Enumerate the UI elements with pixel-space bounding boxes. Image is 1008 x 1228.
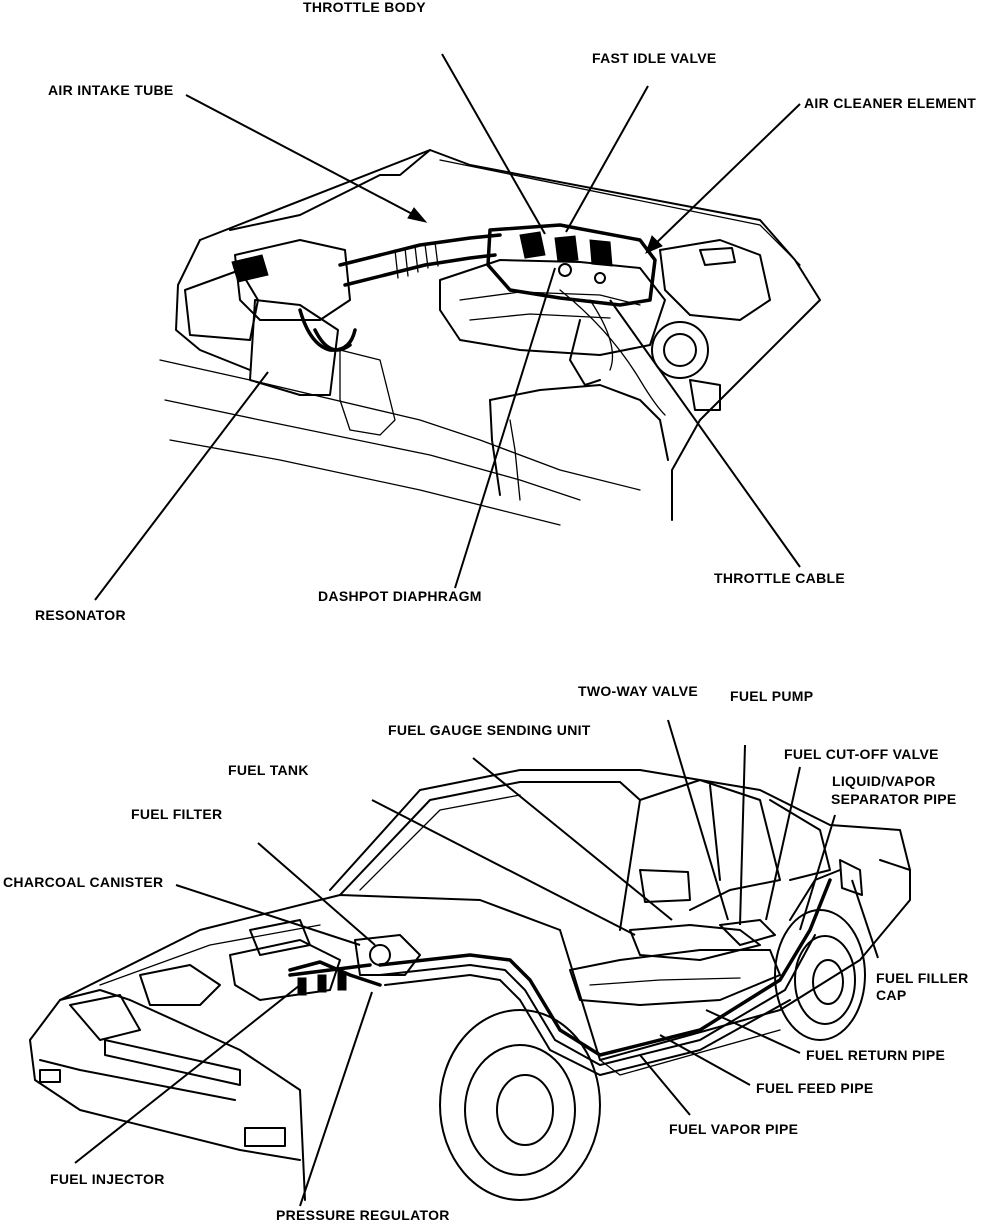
label-dashpot-diaphragm: DASHPOT DIAPHRAGM [318, 588, 482, 604]
leader-charcoal-canister [175, 884, 361, 946]
leader-fuel-gauge-sending-unit [472, 757, 673, 921]
leader-air-cleaner-element [651, 103, 801, 248]
arrow-air-cleaner-element [645, 235, 663, 254]
label-liquid-vapor-line1: LIQUID/VAPOR [832, 773, 936, 789]
engine-compartment-illustration [159, 149, 821, 526]
label-air-cleaner-element: AIR CLEANER ELEMENT [804, 95, 976, 111]
fuel-system-labels: TWO-WAY VALVE FUEL PUMP FUEL GAUGE SENDI… [3, 683, 968, 1223]
engine-labels: THROTTLE BODY FAST IDLE VALVE AIR INTAKE… [35, 0, 976, 623]
label-resonator: RESONATOR [35, 607, 126, 623]
leader-throttle-body [441, 53, 546, 235]
leader-dashpot-diaphragm [454, 267, 556, 589]
label-throttle-body: THROTTLE BODY [303, 0, 426, 15]
leader-fuel-injector [74, 984, 301, 1164]
leader-fuel-filler-cap [851, 879, 879, 959]
leader-fuel-tank [371, 799, 636, 936]
leader-resonator [94, 371, 269, 601]
label-fuel-return-pipe: FUEL RETURN PIPE [806, 1047, 945, 1063]
leader-fast-idle-valve [565, 85, 649, 233]
engine-leader-lines [94, 53, 801, 601]
label-air-intake-tube: AIR INTAKE TUBE [48, 82, 174, 98]
leader-liquid-vapor-separator-pipe [799, 814, 836, 931]
car-fuel-system-illustration [29, 769, 911, 1201]
leader-fuel-feed-pipe [659, 1034, 751, 1086]
label-fuel-tank: FUEL TANK [228, 762, 309, 778]
label-two-way-valve: TWO-WAY VALVE [578, 683, 698, 699]
leader-fuel-cut-off-valve [765, 766, 801, 921]
label-throttle-cable: THROTTLE CABLE [714, 570, 845, 586]
label-fast-idle-valve: FAST IDLE VALVE [592, 50, 717, 66]
label-fuel-filler-cap-line2: CAP [876, 987, 906, 1003]
label-fuel-vapor-pipe: FUEL VAPOR PIPE [669, 1121, 798, 1137]
label-fuel-filler-cap-line1: FUEL FILLER [876, 970, 968, 986]
fuel-system-leader-lines [74, 719, 879, 1207]
label-pressure-regulator: PRESSURE REGULATOR [276, 1207, 450, 1223]
leader-throttle-cable [609, 299, 801, 568]
label-liquid-vapor-line2: SEPARATOR PIPE [831, 791, 957, 807]
leader-fuel-return-pipe [705, 1009, 801, 1054]
leader-fuel-filter [257, 842, 376, 946]
label-fuel-gauge-sending-unit: FUEL GAUGE SENDING UNIT [388, 722, 591, 738]
label-fuel-cut-off-valve: FUEL CUT-OFF VALVE [784, 746, 939, 762]
leader-fuel-pump [739, 744, 746, 926]
leader-fuel-vapor-pipe [639, 1054, 691, 1116]
leader-two-way-valve [667, 719, 729, 921]
leader-air-intake-tube [185, 94, 419, 218]
label-fuel-filter: FUEL FILTER [131, 806, 222, 822]
arrow-air-intake-tube [407, 207, 428, 223]
leader-pressure-regulator [299, 991, 373, 1207]
label-fuel-pump: FUEL PUMP [730, 688, 813, 704]
label-fuel-feed-pipe: FUEL FEED PIPE [756, 1080, 874, 1096]
label-fuel-injector: FUEL INJECTOR [50, 1171, 165, 1187]
label-charcoal-canister: CHARCOAL CANISTER [3, 874, 163, 890]
